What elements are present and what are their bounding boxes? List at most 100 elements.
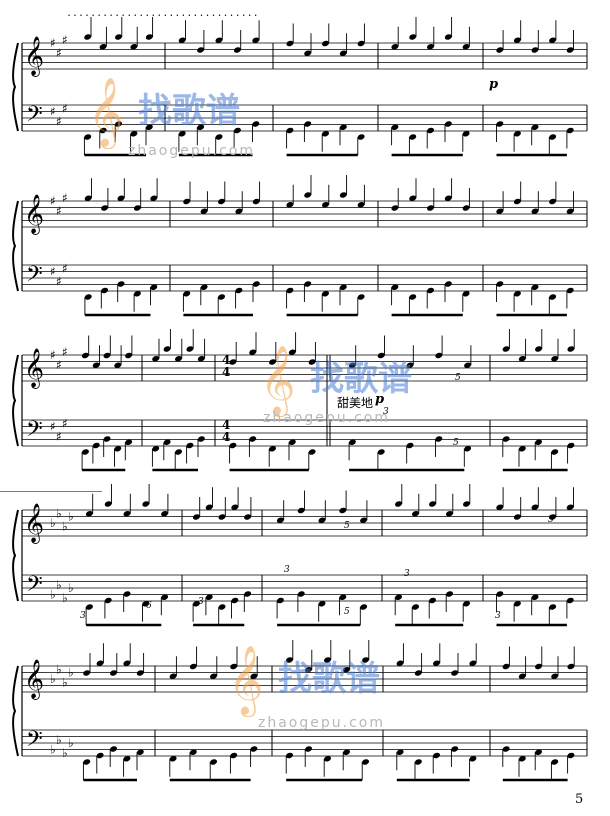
brace-icon <box>12 665 19 757</box>
time-signature-numerator: 4 <box>222 353 230 367</box>
note-head <box>161 594 169 600</box>
sharp-accidental-icon: ♯ <box>56 204 62 218</box>
note-head <box>549 294 557 300</box>
note-head <box>395 594 402 600</box>
note-head <box>117 195 125 201</box>
note-head <box>276 597 284 604</box>
note-head <box>215 37 223 43</box>
note-head <box>205 594 213 600</box>
staff-system: 𝄞♭♭♭♭𝄢♭♭♭♭ <box>12 484 588 627</box>
note-head <box>513 37 521 43</box>
note-head <box>123 511 131 517</box>
note-head <box>186 346 194 352</box>
dynamic-piano-1: p <box>489 77 499 92</box>
brace-icon <box>12 200 19 292</box>
note-head <box>305 746 312 752</box>
note-head <box>551 449 559 455</box>
note-head <box>304 281 312 287</box>
note-head <box>446 591 453 597</box>
note-head <box>391 205 399 211</box>
note-head <box>324 657 331 663</box>
note-head <box>286 127 294 134</box>
note-head <box>178 131 186 137</box>
note-head <box>427 127 434 134</box>
note-head <box>396 660 404 666</box>
note-head <box>197 436 205 442</box>
note-head <box>391 44 399 50</box>
note-head <box>169 756 177 762</box>
sharp-accidental-icon: ♯ <box>62 261 68 275</box>
watermark-logo: 𝄞找歌谱 <box>88 77 240 149</box>
note-head <box>308 359 316 365</box>
note-head <box>444 195 452 201</box>
note-head <box>435 436 443 442</box>
note-head <box>152 356 160 362</box>
note-head <box>513 198 521 205</box>
note-head <box>496 591 504 597</box>
note-head <box>535 749 542 755</box>
note-head <box>469 660 477 666</box>
sharp-accidental-icon: ♯ <box>56 46 62 60</box>
time-signature-numerator: 4 <box>222 418 230 432</box>
note-head <box>409 34 417 40</box>
note-head <box>496 121 504 127</box>
note-head <box>169 673 177 679</box>
note-head <box>549 604 557 610</box>
note-head <box>197 356 205 362</box>
note-head <box>103 436 111 442</box>
red-rule <box>0 491 102 492</box>
note-head <box>409 195 417 201</box>
note-head <box>178 37 186 43</box>
note-head <box>197 124 205 130</box>
note-head <box>566 287 574 294</box>
note-head <box>566 597 574 604</box>
note-head <box>444 281 452 287</box>
note-head <box>360 604 368 610</box>
note-head <box>502 346 510 352</box>
note-head <box>531 208 539 214</box>
note-head <box>252 281 260 287</box>
note-head <box>409 134 417 140</box>
note-head <box>414 759 422 765</box>
note-head <box>463 501 470 507</box>
expression-text: 甜美地 <box>337 396 374 410</box>
flat-accidental-icon: ♭ <box>68 666 74 680</box>
note-head <box>235 287 243 294</box>
note-head <box>496 281 504 287</box>
note-head <box>114 362 122 368</box>
note-head <box>288 439 296 445</box>
time-signature-denominator: 4 <box>222 365 230 379</box>
note-head <box>96 752 104 759</box>
note-head <box>551 356 559 362</box>
note-head <box>84 195 92 201</box>
note-head <box>567 663 575 670</box>
note-head <box>218 604 226 610</box>
flat-accidental-icon: ♭ <box>68 510 74 524</box>
note-head <box>215 134 223 140</box>
note-head <box>92 442 100 449</box>
note-head <box>305 667 312 673</box>
note-head <box>518 356 526 362</box>
note-head <box>125 352 133 359</box>
note-head <box>566 208 574 214</box>
flat-accidental-icon: ♭ <box>62 591 68 605</box>
triplet-marker: 3 <box>80 611 86 621</box>
note-head <box>339 594 347 600</box>
note-head <box>343 749 350 755</box>
note-head <box>142 601 150 607</box>
note-head <box>85 604 93 610</box>
note-head <box>496 504 504 510</box>
note-head <box>233 127 241 134</box>
flat-accidental-icon: ♭ <box>68 736 74 750</box>
note-head <box>531 47 539 53</box>
sharp-accidental-icon: ♯ <box>62 345 68 359</box>
note-head <box>92 362 100 368</box>
triplet-marker: 3 <box>383 407 389 417</box>
bass-clef-icon: 𝄢 <box>26 102 43 132</box>
note-head <box>210 673 217 679</box>
flat-accidental-icon: ♭ <box>56 733 62 747</box>
note-head <box>210 759 217 765</box>
note-head <box>531 284 539 290</box>
treble-clef-watermark-icon: 𝄞 <box>228 645 263 717</box>
sharp-accidental-icon: ♯ <box>56 114 62 128</box>
